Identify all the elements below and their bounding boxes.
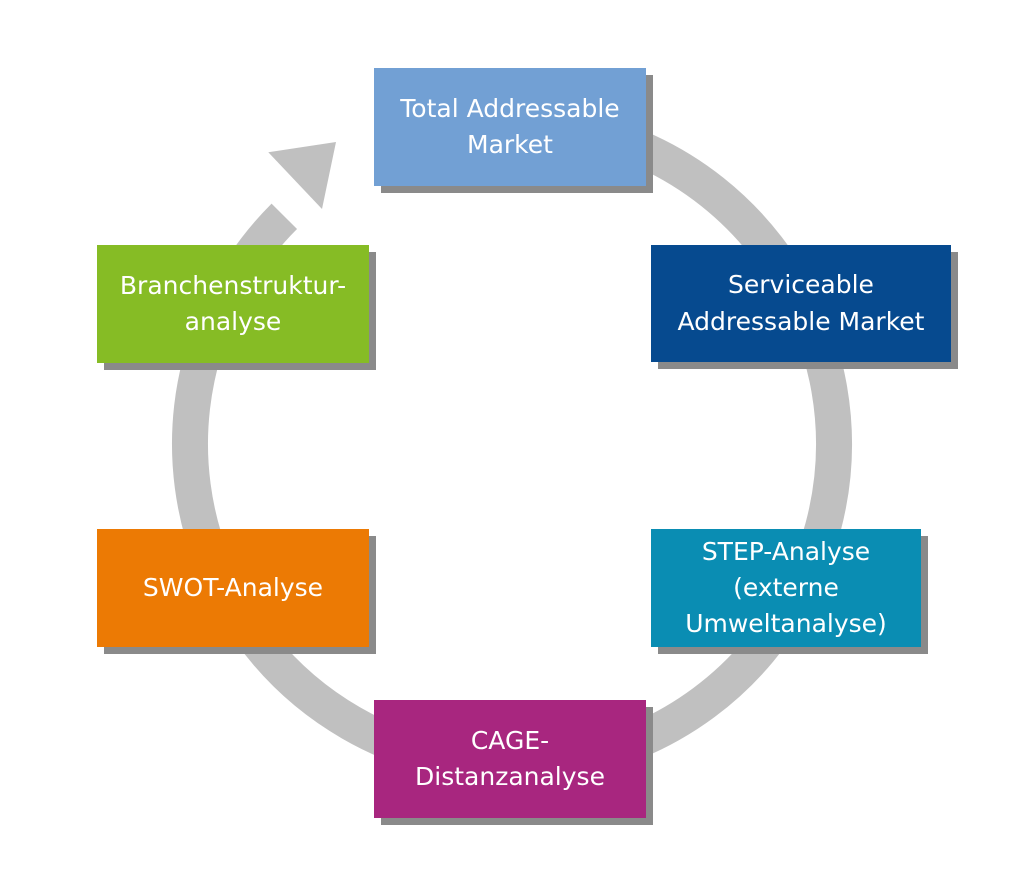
node-swot-analyse: SWOT-Analyse	[97, 529, 369, 647]
node-label-step: STEP-Analyse (externe Umweltanalyse)	[685, 536, 887, 639]
node-label-tam: Total Addressable Market	[400, 93, 620, 159]
node-label-cage: CAGE- Distanzanalyse	[415, 725, 605, 791]
node-serviceable-addressable-market: Serviceable Addressable Market	[651, 245, 951, 362]
node-label-swot: SWOT-Analyse	[142, 572, 324, 602]
node-branchenstrukturanalyse: Branchenstruktur- analyse	[97, 245, 369, 363]
node-cage-distanzanalyse: CAGE- Distanzanalyse	[374, 700, 646, 818]
cycle-arrow-ring	[171, 104, 852, 784]
node-label-sam: Serviceable Addressable Market	[677, 270, 925, 336]
node-total-addressable-market: Total Addressable Market	[374, 68, 646, 186]
node-label-bsa: Branchenstruktur- analyse	[119, 270, 347, 336]
cycle-arrow-head	[268, 142, 336, 209]
node-step-analyse: STEP-Analyse (externe Umweltanalyse)	[651, 529, 921, 647]
